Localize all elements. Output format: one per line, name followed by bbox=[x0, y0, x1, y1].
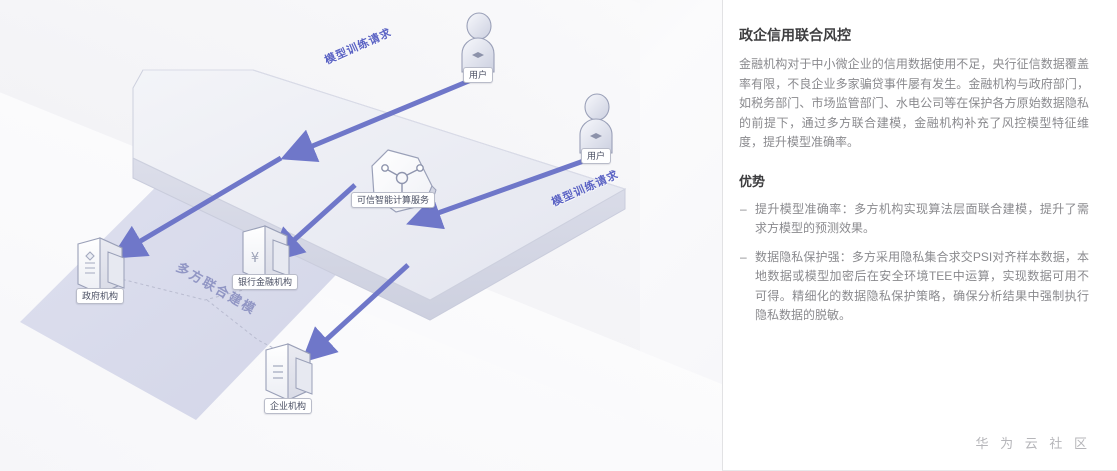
svg-text:¥: ¥ bbox=[251, 251, 259, 266]
advantage-text: 数据隐私保护强：多方采用隐私集合求交PSI对齐样本数据，本地数据或模型加密后在安… bbox=[755, 249, 1089, 323]
list-item: – 提升模型准确率：多方机构实现算法层面联合建模，提升了需求方模型的预测效果。 bbox=[739, 200, 1089, 239]
label-trusted-compute: 可信智能计算服务 bbox=[350, 192, 436, 208]
arrow-user2-to-platform bbox=[406, 155, 593, 230]
description-panel: 政企信用联合风控 金融机构对于中小微企业的信用数据使用不足，央行征信数据覆盖率有… bbox=[722, 0, 1117, 471]
label-user-1: 用户 bbox=[462, 67, 494, 83]
panel-title: 政企信用联合风控 bbox=[739, 27, 851, 43]
panel-description: 金融机构对于中小微企业的信用数据使用不足，央行征信数据覆盖率有限，不良企业多家骗… bbox=[739, 57, 1089, 149]
label-bank: 银行金融机构 bbox=[231, 274, 299, 290]
label-user-2: 用户 bbox=[580, 148, 612, 164]
flow-arrows bbox=[110, 75, 593, 363]
label-government: 政府机构 bbox=[75, 288, 125, 304]
advantages-list: – 提升模型准确率：多方机构实现算法层面联合建模，提升了需求方模型的预测效果。 … bbox=[739, 200, 1089, 326]
arrow-platform-to-bank bbox=[268, 183, 357, 263]
user-person-icon-2[interactable] bbox=[579, 93, 613, 154]
list-item: – 数据隐私保护强：多方采用隐私集合求交PSI对齐样本数据，本地数据或模型加密后… bbox=[739, 248, 1089, 326]
arrow-platform-to-enterprise bbox=[300, 263, 410, 363]
watermark-huawei-cloud-community: 华 为 云 社 区 bbox=[975, 436, 1091, 451]
user-person-icon-1[interactable] bbox=[461, 12, 495, 73]
advantages-heading: 优势 bbox=[739, 173, 766, 189]
isometric-scene: ¥ bbox=[20, 12, 627, 420]
arrow-user1-to-platform bbox=[280, 75, 477, 163]
advantage-text: 提升模型准确率：多方机构实现算法层面联合建模，提升了需求方模型的预测效果。 bbox=[755, 201, 1089, 236]
architecture-diagram: ¥ 政府机构 bbox=[0, 0, 722, 471]
enterprise-building-icon[interactable] bbox=[265, 343, 313, 401]
bullet-dash-icon: – bbox=[740, 249, 747, 264]
government-building-icon[interactable] bbox=[77, 237, 125, 295]
label-enterprise: 企业机构 bbox=[263, 398, 313, 414]
arrow-platform-to-government bbox=[110, 155, 283, 259]
bullet-dash-icon: – bbox=[740, 201, 747, 216]
